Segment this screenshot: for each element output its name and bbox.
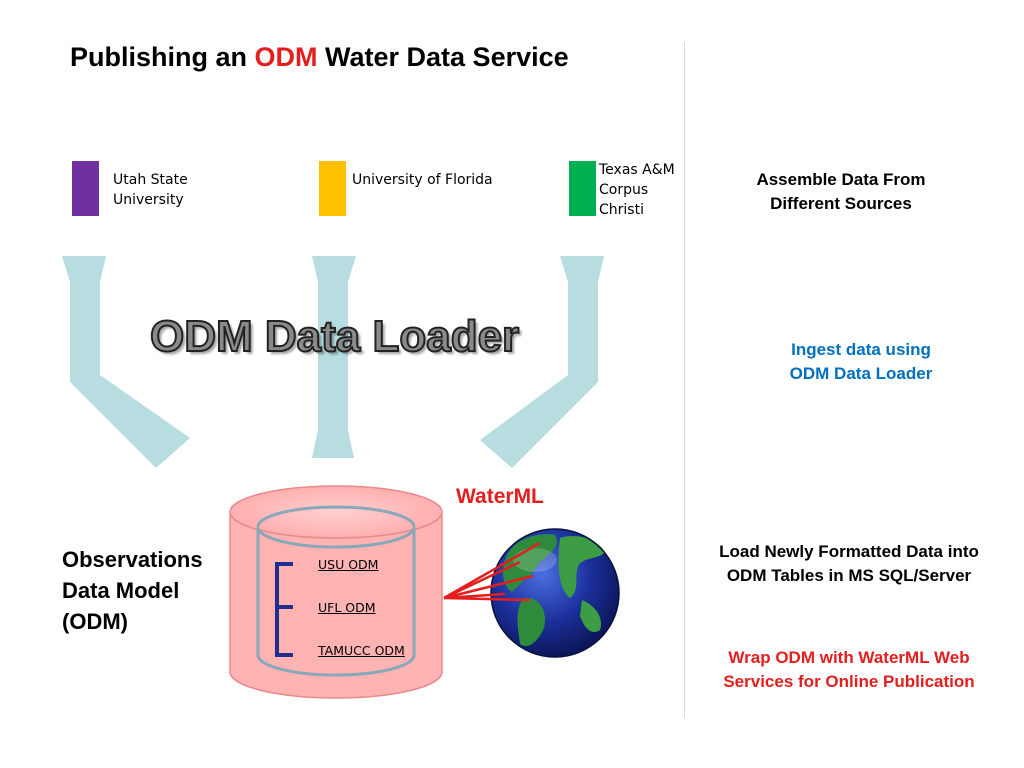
source-label-tamucc: Texas A&M Corpus Christi [599, 162, 675, 218]
database-bracket [275, 562, 293, 657]
globe-icon [490, 528, 620, 658]
tamucc-color-swatch [569, 161, 596, 216]
flow-arrow-tamucc [480, 256, 604, 468]
source-label-ufl: University of Florida [352, 172, 493, 188]
step-wrap: Wrap ODM with WaterML Web Services for O… [723, 648, 975, 691]
flow-arrow-usu [62, 256, 190, 468]
column-divider [684, 42, 685, 718]
title-prefix: Publishing an [70, 42, 255, 72]
usu-color-swatch [72, 161, 99, 216]
waterml-label: WaterML [456, 485, 544, 508]
title-suffix: Water Data Service [317, 42, 569, 72]
odm-label: Observations Data Model (ODM) [62, 547, 203, 634]
odm-database-cylinder [229, 485, 443, 699]
step-assemble: Assemble Data From Different Sources [756, 170, 926, 213]
slide-title: Publishing an ODM Water Data Service [70, 42, 569, 73]
ufl-color-swatch [319, 161, 346, 216]
flow-arrow-ufl [312, 256, 356, 458]
step-load: Load Newly Formatted Data into ODM Table… [719, 542, 979, 585]
waterml-link-lines [443, 541, 541, 602]
step-ingest: Ingest data using ODM Data Loader [789, 340, 933, 383]
odm-data-loader-title: ODM Data Loader [149, 311, 520, 362]
db-item-usu: USU ODM [318, 557, 379, 572]
title-highlight: ODM [254, 42, 318, 72]
db-item-ufl: UFL ODM [318, 600, 376, 615]
source-label-usu: Utah State University [113, 172, 188, 208]
db-item-tamucc: TAMUCC ODM [318, 643, 405, 658]
